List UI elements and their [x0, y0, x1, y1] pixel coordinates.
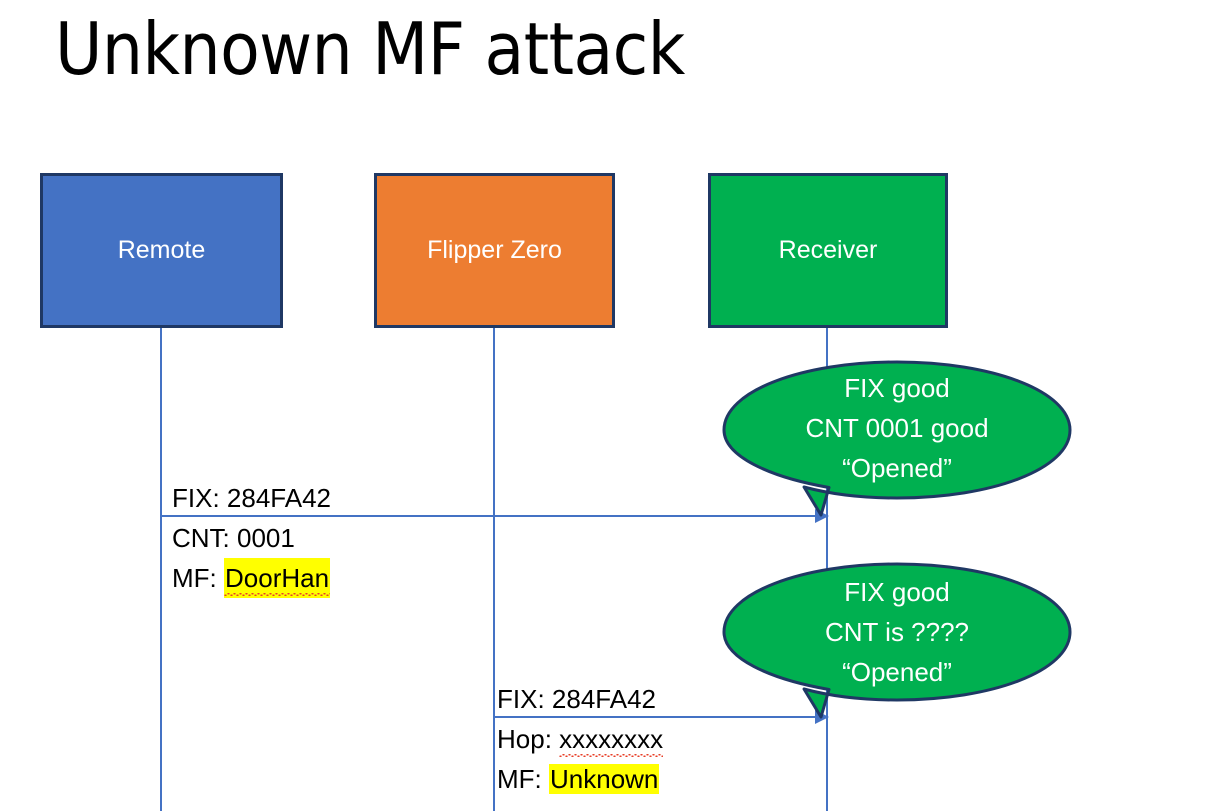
message-1-fix-value: 284FA42	[226, 483, 331, 513]
page-title: Unknown MF attack	[55, 7, 685, 91]
actor-label-flipper: Flipper Zero	[427, 235, 562, 264]
message-2-hop-prefix: Hop:	[497, 724, 560, 754]
message-label-2-line-2: Hop: xxxxxxxx	[497, 719, 664, 759]
callout-bubble-1[interactable]: FIX good CNT 0001 good “Opened”	[722, 360, 1072, 520]
actor-box-receiver[interactable]: Receiver	[708, 173, 948, 328]
message-1-mf-prefix: MF:	[172, 563, 224, 593]
message-1-fix-prefix: FIX:	[172, 483, 227, 513]
lifeline-remote	[160, 328, 162, 811]
callout-bubble-1-shape	[722, 360, 1072, 517]
message-2-fix-value: 284FA42	[551, 684, 656, 714]
message-label-1-line-2: CNT: 0001	[172, 518, 331, 558]
message-2-mf-value: Unknown	[549, 764, 660, 794]
message-label-1: FIX: 284FA42 CNT: 0001 MF: DoorHan	[172, 478, 331, 598]
message-2-hop-value: xxxxxxxx	[559, 719, 664, 759]
actor-box-remote[interactable]: Remote	[40, 173, 283, 328]
callout-bubble-2[interactable]: FIX good CNT is ???? “Opened”	[722, 562, 1072, 722]
message-2-mf-prefix: MF:	[497, 764, 549, 794]
callout-bubble-2-shape	[722, 562, 1072, 719]
message-1-mf-value: DoorHan	[224, 558, 331, 598]
message-label-2-line-1: FIX: 284FA42	[497, 679, 663, 719]
message-label-2-line-3: MF: Unknown	[497, 759, 663, 799]
lifeline-flipper	[493, 328, 495, 811]
message-label-1-line-1: FIX: 284FA42	[172, 478, 331, 518]
actor-box-flipper[interactable]: Flipper Zero	[374, 173, 615, 328]
message-2-fix-prefix: FIX:	[497, 684, 552, 714]
message-label-1-line-3: MF: DoorHan	[172, 558, 331, 598]
message-1-cnt-prefix: CNT:	[172, 523, 237, 553]
actor-label-remote: Remote	[117, 235, 206, 264]
actor-label-receiver: Receiver	[778, 235, 878, 264]
message-label-2: FIX: 284FA42 Hop: xxxxxxxx MF: Unknown	[497, 679, 664, 799]
message-1-cnt-value: 0001	[237, 523, 295, 553]
